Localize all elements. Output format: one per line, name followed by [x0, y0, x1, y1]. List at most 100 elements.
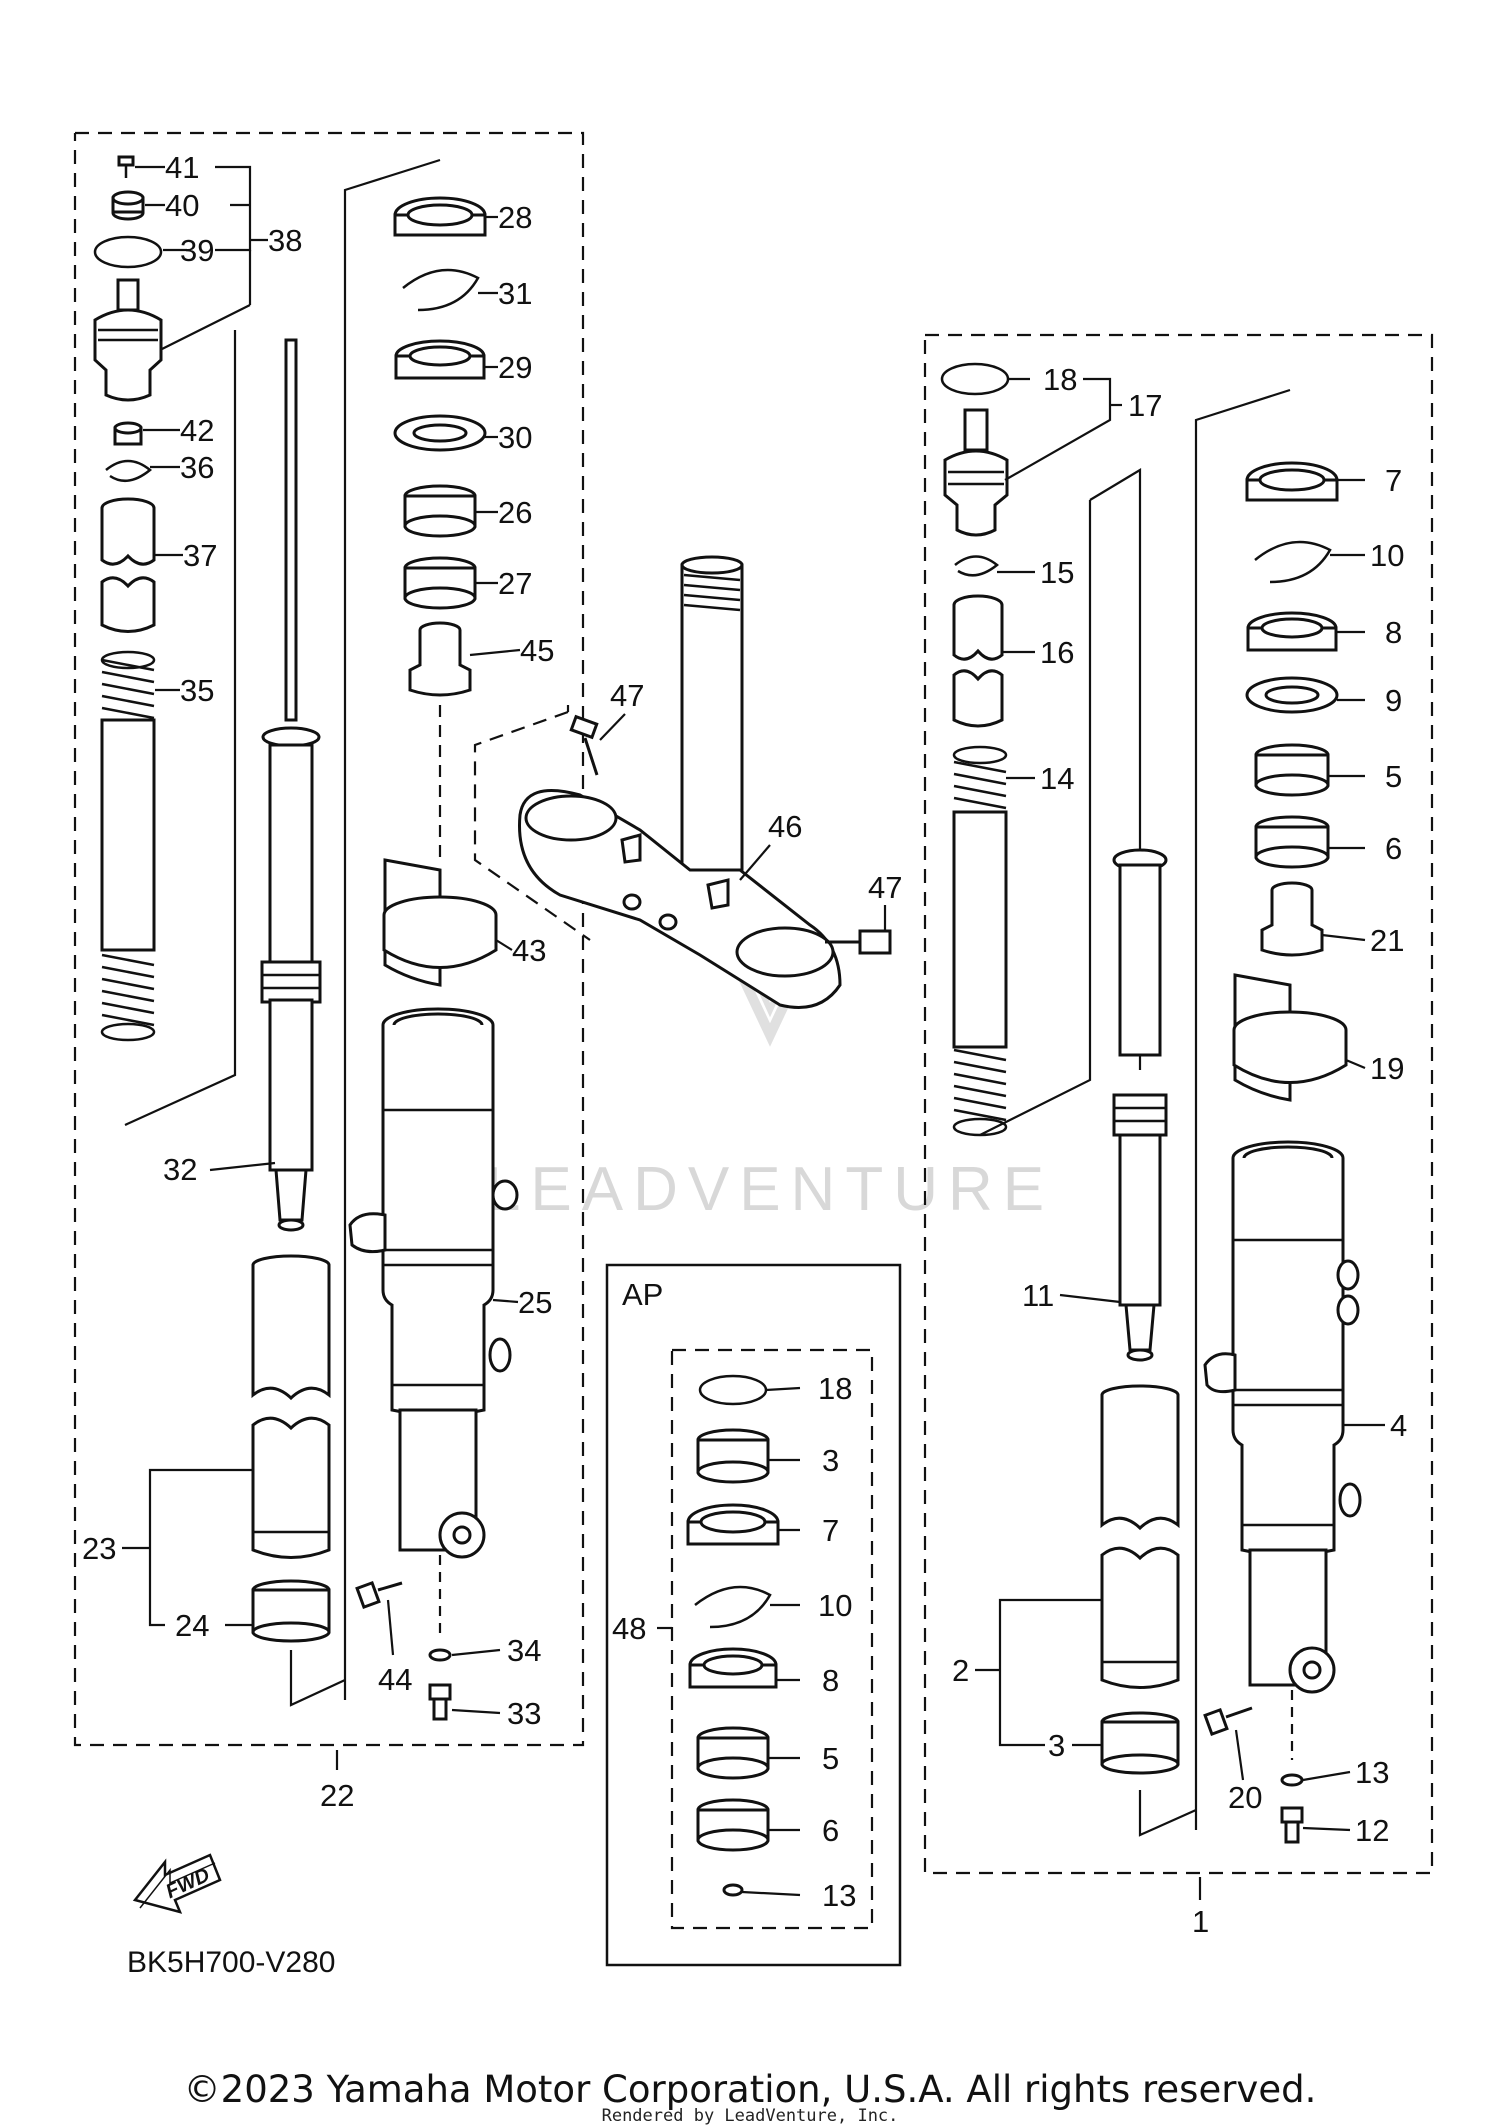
part-35-fork-spring: [100, 650, 156, 1042]
callout-39: 39: [180, 233, 214, 268]
ap-part-6-bushing: [696, 1798, 770, 1852]
part-41-screw: [117, 155, 135, 178]
part-4-outer-tube: [1203, 1140, 1362, 1694]
callout-9: 9: [1385, 683, 1402, 718]
part-9-washer: [1245, 676, 1339, 714]
part-44-bolt: [355, 1580, 403, 1610]
part-24-bushing: [251, 1579, 331, 1643]
part-11-damper-rod: [1089, 468, 1168, 1362]
part-3-bushing: [1100, 1711, 1180, 1775]
part-23-inner-tube: [251, 1254, 331, 1559]
callout-numbers: 41 40 39 38 42 36 37 35 32 28 31 29 30 2…: [82, 150, 1407, 1939]
callout-24: 24: [175, 1608, 209, 1643]
part-21-oil-lock-piece: [1260, 881, 1324, 957]
part-40-nut: [111, 190, 145, 221]
callout-26: 26: [498, 495, 532, 530]
part-16-spacer: [952, 594, 1004, 728]
ap-part-18-o-ring: [698, 1374, 768, 1406]
callout-22: 22: [320, 1778, 354, 1813]
ap-part-7-dust-seal: [686, 1503, 780, 1546]
part-34-washer: [428, 1648, 452, 1662]
part-38-cap-bolt: [93, 278, 163, 402]
callout-10: 10: [1370, 538, 1404, 573]
callout-7: 7: [1385, 463, 1402, 498]
callout-5: 5: [1385, 759, 1402, 794]
part-45-oil-lock-piece: [408, 621, 472, 697]
ap-callout-7: 7: [822, 1513, 839, 1548]
callout-12: 12: [1355, 1813, 1389, 1848]
callout-29: 29: [498, 350, 532, 385]
part-37-spacer: [100, 497, 156, 633]
part-27-bushing: [403, 556, 477, 610]
part-17-cap-bolt: [943, 408, 1009, 537]
ap-part-10-clip: [694, 1585, 772, 1629]
copyright-notice: ©2023 Yamaha Motor Corporation, U.S.A. A…: [183, 2068, 1317, 2111]
callout-2: 2: [952, 1653, 969, 1688]
right-fork-assembly: [923, 333, 1434, 1875]
part-33-bolt: [428, 1683, 452, 1721]
callout-25: 25: [518, 1285, 552, 1320]
ap-kit-box: AP: [605, 1263, 902, 1967]
callout-leaders: [122, 165, 1385, 1900]
callout-13: 13: [1355, 1755, 1389, 1790]
callout-20: 20: [1228, 1780, 1262, 1815]
callout-35: 35: [180, 673, 214, 708]
callout-8: 8: [1385, 615, 1402, 650]
part-47-bolt-side: [825, 929, 892, 955]
callout-32: 32: [163, 1152, 197, 1187]
part-29-oil-seal: [394, 339, 486, 380]
callout-42: 42: [180, 413, 214, 448]
ap-label: AP: [622, 1277, 663, 1312]
callout-21: 21: [1370, 923, 1404, 958]
left-fork-assembly: [73, 131, 585, 1747]
part-8-oil-seal: [1246, 611, 1338, 652]
drawing-code: BK5H700-V280: [127, 1946, 335, 1979]
part-31-clip: [402, 268, 480, 312]
callout-19: 19: [1370, 1051, 1404, 1086]
part-19-guard: [1232, 973, 1348, 1102]
ap-callout-48: 48: [612, 1611, 646, 1646]
callout-30: 30: [498, 420, 532, 455]
part-7-dust-seal: [1245, 461, 1339, 502]
callout-40: 40: [165, 188, 199, 223]
part-12-bolt: [1280, 1806, 1304, 1844]
callout-46: 46: [768, 809, 802, 844]
steering-stem-assembly: [473, 555, 892, 1009]
callout-27: 27: [498, 566, 532, 601]
callout-16: 16: [1040, 635, 1074, 670]
callout-28: 28: [498, 200, 532, 235]
callout-47-upper: 47: [610, 678, 644, 713]
callout-18: 18: [1043, 362, 1077, 397]
part-18-o-ring: [940, 362, 1010, 396]
part-36-clip: [105, 459, 152, 483]
ap-callout-3: 3: [822, 1443, 839, 1478]
ap-callout-10: 10: [818, 1588, 852, 1623]
callout-23: 23: [82, 1531, 116, 1566]
part-14-fork-spring: [952, 745, 1008, 1137]
part-26-bushing: [403, 484, 477, 538]
ap-callout-13: 13: [822, 1878, 856, 1913]
part-10-clip: [1254, 540, 1332, 584]
callout-4: 4: [1390, 1408, 1407, 1443]
watermark-text: LEADVENTURE: [486, 1155, 1054, 1224]
part-46-under-bracket: [518, 555, 842, 1009]
callout-15: 15: [1040, 555, 1074, 590]
callout-17: 17: [1128, 388, 1162, 423]
callout-47-side: 47: [868, 870, 902, 905]
rendered-by-text: Rendered by LeadVenture, Inc.: [601, 2106, 899, 2126]
leadventure-watermark: LEADVENTURE: [486, 947, 1054, 1224]
callout-45: 45: [520, 633, 554, 668]
part-42-nut: [113, 421, 143, 446]
callout-11: 11: [1022, 1278, 1054, 1313]
part-32-damper-rod: [260, 338, 322, 1232]
part-30-washer: [393, 414, 487, 452]
part-47-bolt-upper: [569, 714, 599, 776]
callout-37: 37: [183, 538, 217, 573]
ap-callout-8: 8: [822, 1663, 839, 1698]
callout-1: 1: [1192, 1904, 1209, 1939]
callout-3: 3: [1048, 1728, 1065, 1763]
callout-38: 38: [268, 223, 302, 258]
part-2-inner-tube: [1100, 1384, 1180, 1689]
part-6-bushing: [1254, 815, 1330, 869]
